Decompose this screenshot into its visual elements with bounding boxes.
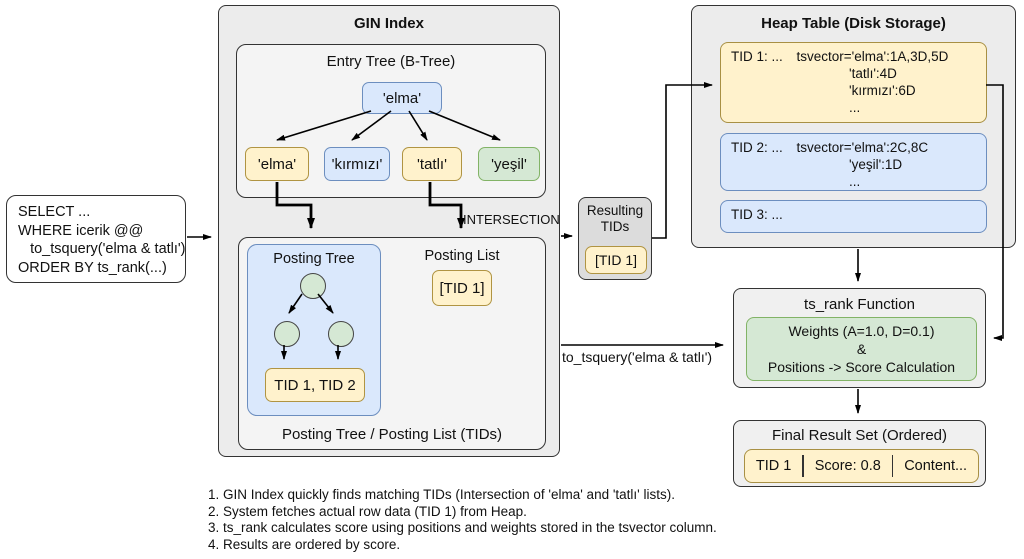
resulting-tids-value: [TID 1] (585, 246, 647, 274)
heap-row-tid2: TID 2: ... tsvector='elma':2C,8C 'yeşil'… (720, 133, 987, 191)
heap-row-tid1-id: TID 1: ... (731, 49, 783, 64)
heap-row-tid1: TID 1: ... tsvector='elma':1A,3D,5D 'tat… (720, 42, 987, 123)
tsquery-edge-label: to_tsquery('elma & tatlı') (562, 349, 713, 365)
entry-leaf-kirmizi: 'kırmızı' (324, 147, 390, 181)
note-line: 1. GIN Index quickly finds matching TIDs… (208, 487, 675, 502)
posting-tree-right-node (328, 321, 354, 347)
posting-list-value: [TID 1] (432, 270, 492, 306)
entry-root-node: 'elma' (362, 82, 442, 114)
entry-leaf-elma: 'elma' (245, 147, 309, 181)
posting-section-box: Posting Tree TID 1, TID 2 Posting List [… (238, 237, 546, 450)
heap-row-tid3: TID 3: ... (720, 200, 987, 233)
final-result-tid: TID 1 (755, 458, 792, 474)
entry-leaf-tatli: 'tatlı' (402, 147, 462, 181)
final-result-title: Final Result Set (Ordered) (771, 427, 948, 444)
note-line: 3. ts_rank calculates score using positi… (208, 520, 717, 535)
sql-line: WHERE icerik @@ (18, 222, 144, 239)
heap-row-tid2-line: TID 2: ... tsvector='elma':2C,8C (731, 139, 986, 156)
entry-tree-title: Entry Tree (B-Tree) (326, 53, 456, 70)
notes-list: 1. GIN Index quickly finds matching TIDs… (208, 487, 717, 553)
final-result-content: Content... (904, 458, 968, 474)
tsrank-title: ts_rank Function (804, 296, 915, 313)
posting-tree-left-node (274, 321, 300, 347)
posting-tree-tids: TID 1, TID 2 (265, 368, 365, 402)
divider (891, 455, 894, 477)
heap-table-title: Heap Table (Disk Storage) (761, 15, 946, 32)
posting-tree-title: Posting Tree (273, 251, 355, 267)
entry-tree-box: Entry Tree (B-Tree) 'elma' 'elma' 'kırmı… (236, 44, 546, 198)
gin-index-container: GIN Index Entry Tree (B-Tree) 'elma' 'el… (218, 5, 560, 457)
sql-line: SELECT ... (18, 204, 91, 220)
note-line: 4. Results are ordered by score. (208, 536, 401, 552)
tsrank-calculation-box: Weights (A=1.0, D=0.1) & Positions -> Sc… (746, 317, 977, 381)
tsrank-line: Positions -> Score Calculation (767, 359, 956, 375)
resulting-tids-box: Resulting TIDs [TID 1] (578, 197, 652, 280)
heap-row-tid2-extra: 'yeşil':1D (849, 157, 903, 172)
final-result-row: TID 1 Score: 0.8 Content... (744, 449, 979, 483)
heap-row-tid1-extra: ... (849, 100, 861, 115)
tsrank-line: Weights (A=1.0, D=0.1) (788, 323, 935, 339)
tsrank-function-box: ts_rank Function Weights (A=1.0, D=0.1) … (733, 288, 986, 388)
gin-index-title: GIN Index (353, 15, 424, 32)
sql-line: to_tsquery('elma & tatlı') (18, 241, 186, 257)
heap-row-tid1-extra: 'tatlı':4D (849, 66, 897, 81)
resulting-tids-title-line2: TIDs (600, 219, 630, 234)
heap-table-box: Heap Table (Disk Storage) TID 1: ... tsv… (691, 5, 1016, 248)
heap-row-tid1-extra: 'kırmızı':6D (849, 83, 916, 98)
note-line: 2. System fetches actual row data (TID 1… (208, 503, 527, 519)
resulting-tids-title-line1: Resulting (586, 203, 644, 218)
divider (802, 455, 804, 477)
entry-leaf-yesil: 'yeşil' (478, 147, 540, 181)
intersection-label: INTERSECTION (463, 212, 560, 227)
posting-tree-box: Posting Tree TID 1, TID 2 (247, 244, 381, 416)
posting-list-title: Posting List (424, 248, 500, 264)
tsrank-line: & (856, 341, 867, 357)
heap-row-tid1-line: TID 1: ... tsvector='elma':1A,3D,5D (731, 48, 986, 65)
final-result-score: Score: 0.8 (814, 458, 881, 474)
posting-footer-label: Posting Tree / Posting List (TIDs) (281, 426, 503, 443)
posting-tree-root-node (300, 273, 326, 299)
heap-row-tid2-id: TID 2: ... (731, 140, 783, 155)
heap-row-tid2-vector: tsvector='elma':2C,8C (796, 140, 929, 155)
resulting-tids-title: Resulting TIDs (579, 203, 651, 235)
heap-row-tid2-extra: ... (849, 174, 861, 189)
final-result-box: Final Result Set (Ordered) TID 1 Score: … (733, 420, 986, 487)
sql-line: ORDER BY ts_rank(...) (18, 259, 167, 276)
sql-query-box: SELECT ... WHERE icerik @@ to_tsquery('e… (6, 195, 186, 283)
heap-row-tid3-id: TID 3: ... (731, 207, 783, 222)
heap-row-tid1-vector: tsvector='elma':1A,3D,5D (796, 49, 949, 64)
